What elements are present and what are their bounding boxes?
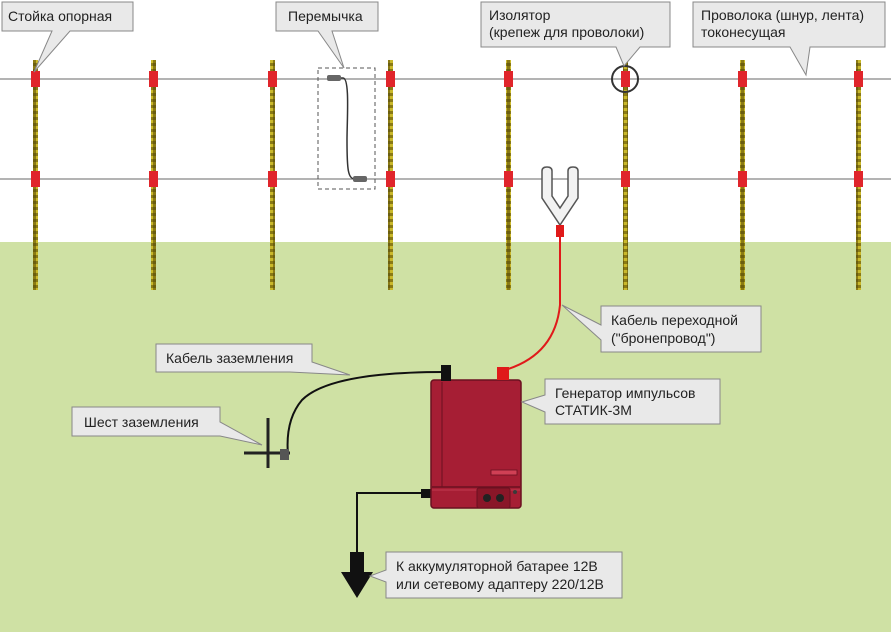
hv-cable xyxy=(504,237,561,371)
insulator xyxy=(268,171,277,187)
callout-generator-line2: СТАТИК-3М xyxy=(555,402,632,418)
insulator xyxy=(738,71,747,87)
insulator-highlight-circle xyxy=(611,65,639,93)
svg-text:Изолятор: Изолятор xyxy=(489,7,551,23)
callout-insulator: Изолятор (крепеж для проволоки) xyxy=(480,1,671,67)
insulator xyxy=(504,71,513,87)
insulator xyxy=(738,171,747,187)
insulator xyxy=(504,171,513,187)
callout-adapter-cable: Кабель переходной ("бронепровод") xyxy=(561,304,762,353)
callout-insulator-line2: (крепеж для проволоки) xyxy=(489,24,644,40)
insulator xyxy=(854,71,863,87)
callout-power-source-line1: К аккумуляторной батарее 12В xyxy=(396,558,598,574)
callout-wire-line2: токонесущая xyxy=(701,24,786,40)
support-post xyxy=(386,60,395,290)
fork-connector xyxy=(541,166,579,237)
insulator xyxy=(149,71,158,87)
power-cable xyxy=(356,489,431,552)
insulator xyxy=(268,71,277,87)
svg-text:Генератор импульсов: Генератор импульсов xyxy=(555,385,696,401)
insulator xyxy=(386,171,395,187)
support-post xyxy=(31,60,40,290)
callout-insulator-line1: Изолятор xyxy=(489,7,551,23)
jumper-wire xyxy=(317,67,376,190)
svg-text:Кабель заземления: Кабель заземления xyxy=(166,350,293,366)
svg-text:или сетевому адаптеру 220/12В: или сетевому адаптеру 220/12В xyxy=(396,576,604,592)
callout-power-source-line2: или сетевому адаптеру 220/12В xyxy=(396,576,604,592)
insulator xyxy=(149,171,158,187)
support-post xyxy=(268,60,277,290)
callout-jumper-label: Перемычка xyxy=(288,8,363,24)
callout-ground-rod: Шест заземления xyxy=(71,406,263,446)
svg-text:Стойка опорная: Стойка опорная xyxy=(8,8,112,24)
svg-text:(крепеж для проволоки): (крепеж для проволоки) xyxy=(489,24,644,40)
ground-rod xyxy=(244,418,290,468)
svg-text:("бронепровод"): ("бронепровод") xyxy=(611,330,715,346)
ground-cable xyxy=(286,371,445,456)
support-post xyxy=(504,60,513,290)
insulator xyxy=(31,171,40,187)
svg-text:токонесущая: токонесущая xyxy=(701,24,786,40)
callout-generator: Генератор импульсов СТАТИК-3М xyxy=(520,378,721,425)
svg-text:Шест заземления: Шест заземления xyxy=(84,414,199,430)
support-post xyxy=(854,60,863,290)
fence-posts xyxy=(31,60,863,290)
insulator xyxy=(621,171,630,187)
svg-text:Кабель переходной: Кабель переходной xyxy=(611,312,738,328)
callout-wire: Проволока (шнур, лента) токонесущая xyxy=(692,1,886,77)
support-post xyxy=(738,60,747,290)
arrow-down-icon xyxy=(341,552,373,598)
pulse-generator xyxy=(430,365,522,509)
ground-terminal xyxy=(441,365,451,381)
insulator xyxy=(386,71,395,87)
callout-generator-line1: Генератор импульсов xyxy=(555,385,696,401)
svg-text:К аккумуляторной батарее 12В: К аккумуляторной батарее 12В xyxy=(396,558,598,574)
callout-jumper: Перемычка xyxy=(275,1,379,69)
svg-text:Проволока (шнур, лента): Проволока (шнур, лента) xyxy=(701,7,864,23)
callout-adapter-cable-line2: ("бронепровод") xyxy=(611,330,715,346)
insulator xyxy=(854,171,863,187)
svg-text:Перемычка: Перемычка xyxy=(288,8,363,24)
callout-ground-cable: Кабель заземления xyxy=(155,343,351,376)
callout-power-source: К аккумуляторной батарее 12В или сетевом… xyxy=(368,551,623,599)
insulator xyxy=(31,71,40,87)
hv-terminal xyxy=(497,367,509,380)
svg-text:СТАТИК-3М: СТАТИК-3М xyxy=(555,402,632,418)
callout-ground-cable-label: Кабель заземления xyxy=(166,350,293,366)
callout-support-post-label: Стойка опорная xyxy=(8,8,112,24)
callout-support-post: Стойка опорная xyxy=(1,1,134,73)
callout-adapter-cable-line1: Кабель переходной xyxy=(611,312,738,328)
support-post xyxy=(149,60,158,290)
insulator xyxy=(621,71,630,87)
callout-wire-line1: Проволока (шнур, лента) xyxy=(701,7,864,23)
support-post xyxy=(621,60,630,290)
callout-ground-rod-label: Шест заземления xyxy=(84,414,199,430)
